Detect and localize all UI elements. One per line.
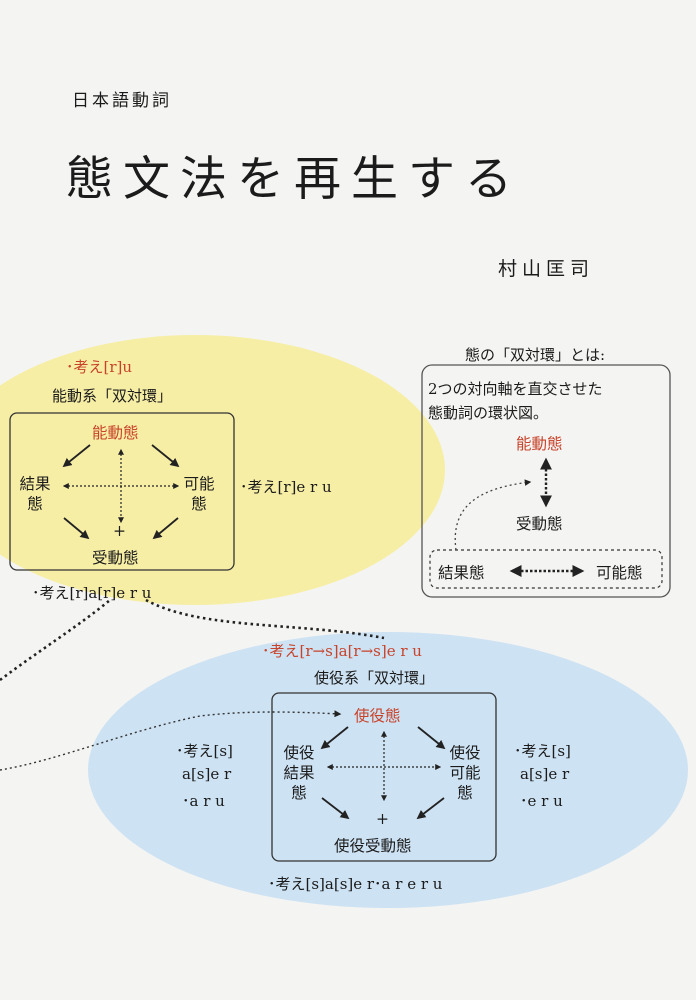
blue-oval xyxy=(88,632,688,908)
causative-plus: + xyxy=(376,810,389,828)
yellow-oval xyxy=(0,335,445,605)
explanation-middle-voice: 受動態 xyxy=(516,515,563,533)
causative-top-form: ･考え[r→s]a[r→s]e r u xyxy=(262,642,422,660)
causative-bottom-form: ･考え[s]a[s]e r･a r e r u xyxy=(268,875,443,893)
active-bottom-voice: 受動態 xyxy=(92,549,139,567)
causative-left-form-1: ･考え[s] xyxy=(176,742,233,760)
explanation-top-voice: 能動態 xyxy=(516,435,563,453)
active-top-form: ･考え[r]u xyxy=(66,358,133,376)
active-caption: 能動系「双対環」 xyxy=(52,387,173,405)
explanation-left-voice: 結果態 xyxy=(438,564,485,582)
explanation-box xyxy=(421,364,671,598)
active-left-voice: 結果 態 xyxy=(19,475,51,513)
active-right-form: ･考え[r]e r u xyxy=(240,478,332,496)
causative-bottom-voice: 使役受動態 xyxy=(334,837,412,855)
causative-right-voice: 使役 可能 態 xyxy=(449,744,481,802)
explanation-right-voice: 可能態 xyxy=(596,564,643,582)
causative-inner-box xyxy=(271,692,497,862)
causative-right-form-1: ･考え[s] xyxy=(514,742,571,760)
active-top-voice: 能動態 xyxy=(92,424,139,442)
causative-left-form-3: ･a r u xyxy=(182,792,225,810)
causative-caption: 使役系「双対環」 xyxy=(314,669,435,687)
active-bottom-form: ･考え[r]a[r]e r u xyxy=(32,584,152,602)
explanation-line-1: 2つの対向軸を直交させた xyxy=(428,380,603,398)
active-right-voice: 可能 態 xyxy=(183,475,215,513)
explanation-inner-box xyxy=(429,549,663,589)
explanation-heading: 態の「双対環」とは: xyxy=(465,346,606,364)
active-plus: + xyxy=(113,522,126,540)
active-inner-box xyxy=(9,412,235,571)
book-title: 態文法を再生する xyxy=(66,152,522,207)
causative-left-form-2: a[s]e r xyxy=(182,765,232,783)
causative-left-voice: 使役 結果 態 xyxy=(283,744,315,802)
author-name: 村山匡司 xyxy=(498,258,595,280)
causative-top-voice: 使役態 xyxy=(354,707,401,725)
explanation-line-2: 態動詞の環状図。 xyxy=(428,404,549,422)
causative-right-form-2: a[s]e r xyxy=(520,765,570,783)
causative-right-form-3: ･e r u xyxy=(520,792,563,810)
series-title: 日本語動詞 xyxy=(72,91,172,111)
